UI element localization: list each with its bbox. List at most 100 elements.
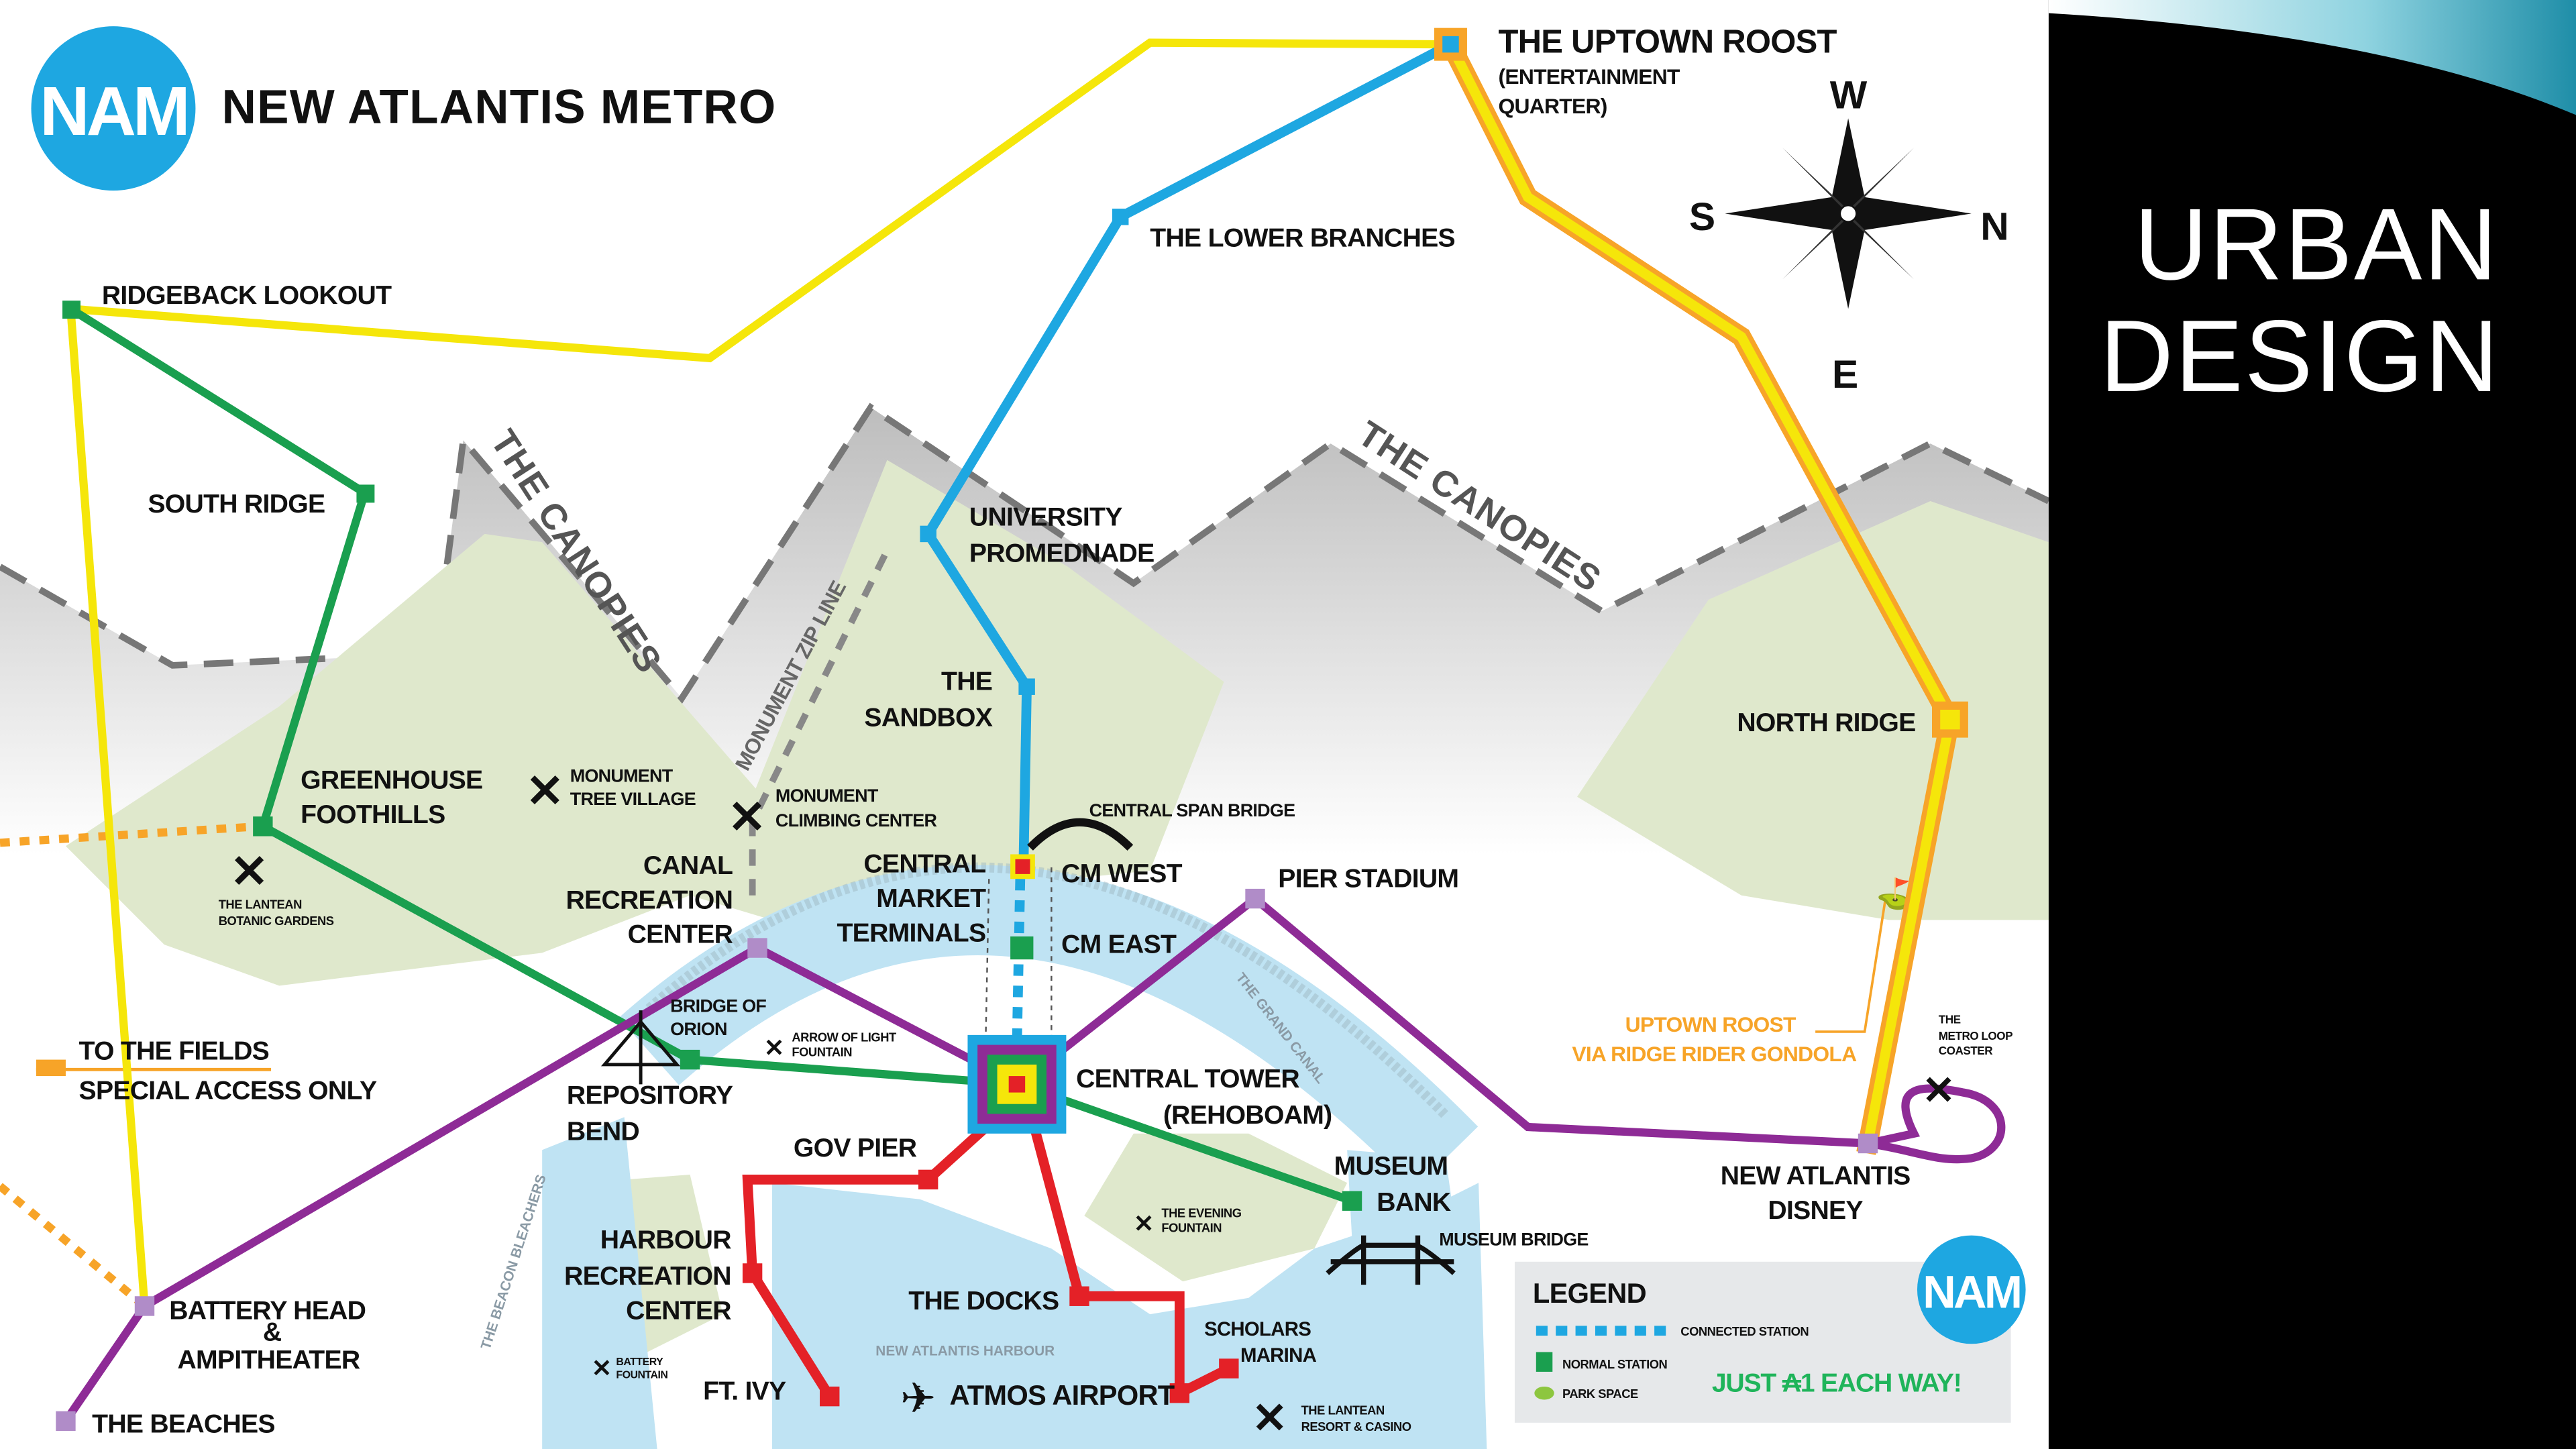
- station-gov-pier[interactable]: [918, 1169, 938, 1190]
- label-sandbox-2: SANDBOX: [864, 703, 992, 732]
- station-cm-east[interactable]: [1010, 936, 1034, 960]
- station-beaches[interactable]: [56, 1411, 76, 1432]
- label-greenhouse: GREENHOUSE: [301, 766, 482, 795]
- legend-normal-label: NORMAL STATION: [1562, 1357, 1668, 1371]
- decorative-swoosh: [2048, 0, 2576, 115]
- compass-rose-icon: [1725, 118, 1972, 309]
- label-beaches: THE BEACHES: [92, 1410, 275, 1439]
- harbour-label: NEW ATLANTIS HARBOUR: [875, 1343, 1055, 1358]
- gondola-line: [1815, 895, 1888, 1033]
- label-resort-2: RESORT & CASINO: [1301, 1419, 1411, 1434]
- stations: [56, 28, 1968, 1432]
- station-museum-bank[interactable]: [1342, 1191, 1362, 1211]
- label-university-2: PROMEDNADE: [969, 539, 1155, 568]
- x-marker-icon: ✕: [526, 765, 564, 816]
- red-line-west: [742, 1110, 1004, 1403]
- fields-gondola-icon: [36, 1059, 66, 1077]
- label-battery-head-3: AMPITHEATER: [177, 1346, 360, 1375]
- label-canal-rec: CANAL: [643, 851, 733, 880]
- x-marker-icon: ✕: [1134, 1210, 1155, 1238]
- central-tower-hub[interactable]: [967, 1034, 1067, 1134]
- legend-fare: JUST ₳1 EACH WAY!: [1712, 1368, 1962, 1397]
- zip-line: [749, 549, 890, 896]
- x-marker-icon: ✕: [764, 1034, 785, 1062]
- label-central-market-2: MARKET: [876, 884, 986, 913]
- label-lower-branches: THE LOWER BRANCHES: [1150, 223, 1455, 252]
- label-battery-fountain: BATTERY: [616, 1356, 663, 1368]
- station-atmos[interactable]: [1169, 1383, 1190, 1403]
- label-tree-village-2: TREE VILLAGE: [570, 789, 696, 809]
- legend-connected-label: CONNECTED STATION: [1680, 1324, 1809, 1338]
- label-central-market: CENTRAL: [863, 849, 985, 878]
- blue-line-connected: [1012, 879, 1026, 1044]
- station-south-ridge[interactable]: [356, 484, 375, 503]
- label-cm-east: CM EAST: [1061, 930, 1177, 959]
- label-repository: REPOSITORY: [567, 1081, 733, 1110]
- station-harbour-rec[interactable]: [742, 1263, 763, 1283]
- coaster-loop: [1867, 1084, 2006, 1164]
- label-orion-2: ORION: [670, 1019, 727, 1039]
- label-harbour-rec: HARBOUR: [600, 1226, 732, 1254]
- title-panel: [2048, 0, 2576, 1449]
- station-ft-ivy[interactable]: [820, 1386, 840, 1407]
- label-canal-rec-2: RECREATION: [566, 885, 733, 914]
- label-museum-bank-2: BANK: [1377, 1188, 1451, 1217]
- station-repository[interactable]: [680, 1049, 700, 1070]
- station-sandbox[interactable]: [1018, 678, 1035, 695]
- label-central-market-3: TERMINALS: [837, 918, 985, 947]
- museum-bridge-icon: [1326, 1235, 1456, 1285]
- legend-nam-logo-text: NAM: [1923, 1266, 2020, 1318]
- station-university[interactable]: [920, 525, 936, 543]
- label-resort: THE LANTEAN: [1301, 1403, 1385, 1417]
- label-climbing: MONUMENT: [775, 786, 879, 806]
- label-museum-bank: MUSEUM: [1334, 1152, 1448, 1181]
- label-arrow-2: FOUNTAIN: [792, 1045, 852, 1059]
- label-fields-2: SPECIAL ACCESS ONLY: [79, 1076, 377, 1105]
- legend-title: LEGEND: [1533, 1277, 1646, 1309]
- label-scholars-2: MARINA: [1240, 1344, 1317, 1366]
- label-coaster-3: COASTER: [1939, 1044, 1993, 1057]
- label-greenhouse-2: FOOTHILLS: [301, 800, 445, 829]
- label-battery-fountain-2: FOUNTAIN: [616, 1370, 667, 1381]
- label-uptown-sub2: QUARTER): [1498, 94, 1607, 118]
- label-ridgeback: RIDGEBACK LOOKOUT: [102, 281, 392, 310]
- x-marker-icon: ✕: [728, 792, 766, 843]
- label-evening-2: FOUNTAIN: [1161, 1221, 1222, 1235]
- label-docks: THE DOCKS: [908, 1287, 1059, 1316]
- red-line-east: [1025, 1111, 1236, 1401]
- label-botanic-2: BOTANIC GARDENS: [219, 914, 334, 928]
- x-marker-icon: ✕: [1252, 1395, 1287, 1442]
- label-fields[interactable]: TO THE FIELDS: [79, 1037, 270, 1066]
- label-coaster: THE: [1939, 1013, 1961, 1026]
- x-marker-icon: ✕: [230, 845, 268, 897]
- legend: LEGEND CONNECTED STATION NORMAL STATION …: [1514, 1235, 2026, 1423]
- label-central-tower: CENTRAL TOWER: [1076, 1065, 1299, 1093]
- label-coaster-2: METRO LOOP: [1939, 1029, 2012, 1042]
- landmark-markers: ✕ ✕ ✕ ✕ ✕ ✕ ✕ ✕: [230, 765, 1955, 1442]
- yellow-line: [66, 38, 1455, 1311]
- green-line: [64, 303, 1358, 1207]
- label-battery-head: BATTERY HEAD: [169, 1297, 366, 1326]
- station-lower-branches[interactable]: [1112, 209, 1129, 225]
- label-uptown-sub1: (ENTERTAINMENT: [1498, 64, 1680, 89]
- label-gov-pier: GOV PIER: [794, 1134, 917, 1163]
- label-evening: THE EVENING: [1161, 1206, 1241, 1220]
- station-greenhouse[interactable]: [253, 816, 273, 837]
- station-docks[interactable]: [1069, 1286, 1089, 1306]
- nam-logo-text: NAM: [40, 72, 187, 150]
- nam-logo: [31, 26, 196, 191]
- label-uptown-roost: THE UPTOWN ROOST: [1498, 23, 1837, 60]
- station-ridgeback[interactable]: [62, 301, 80, 319]
- label-atmos: ATMOS AIRPORT: [950, 1379, 1175, 1411]
- station-disney[interactable]: [1858, 1133, 1878, 1154]
- station-canal-rec[interactable]: [747, 938, 767, 958]
- label-harbour-rec-3: CENTER: [626, 1297, 731, 1326]
- station-pier-stadium[interactable]: [1245, 888, 1265, 909]
- terminal-outline: [985, 867, 1053, 1038]
- airplane-icon: ✈: [900, 1375, 936, 1422]
- station-scholars[interactable]: [1219, 1358, 1239, 1379]
- label-central-tower-2: (REHOBOAM): [1163, 1101, 1332, 1130]
- label-repository-2: BEND: [567, 1118, 639, 1146]
- station-battery-head[interactable]: [134, 1296, 155, 1316]
